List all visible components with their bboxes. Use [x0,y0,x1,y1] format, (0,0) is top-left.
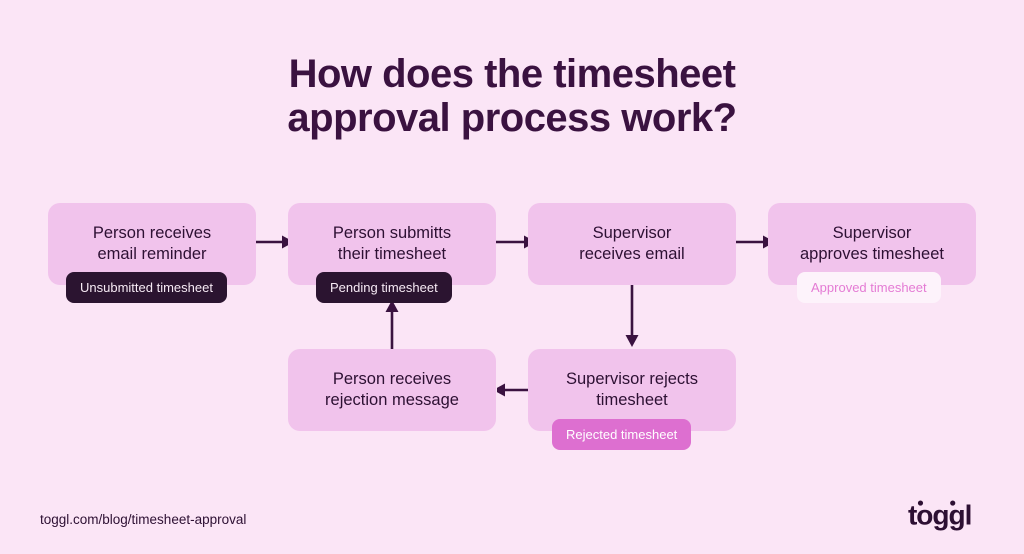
flow-node-4[interactable]: Supervisor approves timesheet [768,203,976,285]
flow-node-5-label: Supervisor rejects timesheet [566,369,698,411]
source-url: toggl.com/blog/timesheet-approval [40,512,247,527]
flow-node-1[interactable]: Person receives email reminder [48,203,256,285]
page-title: How does the timesheet approval process … [0,52,1024,140]
status-badge-rejected: Rejected timesheet [552,419,692,450]
flow-node-6[interactable]: Person receives rejection message [288,349,496,431]
flow-node-3-label: Supervisor receives email [579,223,684,265]
flow-node-3[interactable]: Supervisor receives email [528,203,736,285]
arrow-node3-to-node5 [625,283,639,347]
svg-text:toggl: toggl [908,499,971,530]
page-title-line-1: How does the timesheet [288,52,736,96]
arrow-node6-to-node2 [385,300,399,354]
flow-node-4-label: Supervisor approves timesheet [800,223,944,265]
flow-node-3-line-1: Supervisor [592,224,672,242]
status-badge-pending: Pending timesheet [316,272,452,303]
toggl-logo: toggl [908,499,972,530]
flow-node-2-label: Person submitts their timesheet [333,223,451,265]
flow-node-4-line-2: approves timesheet [800,245,944,263]
flow-node-3-line-2: receives email [579,245,685,263]
flow-node-1-label: Person receives email reminder [93,223,211,265]
flow-node-5-line-2: timesheet [596,391,668,409]
flow-node-2[interactable]: Person submitts their timesheet [288,203,496,285]
flow-node-1-line-2: email reminder [97,245,207,263]
flow-node-2-line-1: Person submitts [332,224,452,242]
status-badge-approved: Approved timesheet [797,272,941,303]
flow-node-6-line-2: rejection message [325,391,459,409]
flow-node-2-line-2: their timesheet [337,245,447,263]
status-badge-unsubmitted: Unsubmitted timesheet [66,272,227,303]
flow-node-6-label: Person receives rejection message [325,369,459,411]
flow-node-4-line-1: Supervisor [832,224,912,242]
flow-node-1-line-1: Person receives [92,224,212,242]
flow-node-5[interactable]: Supervisor rejects timesheet [528,349,736,431]
flow-node-5-line-1: Supervisor rejects [565,370,699,388]
flow-node-6-line-1: Person receives [332,370,452,388]
page-title-line-2: approval process work? [287,96,737,140]
